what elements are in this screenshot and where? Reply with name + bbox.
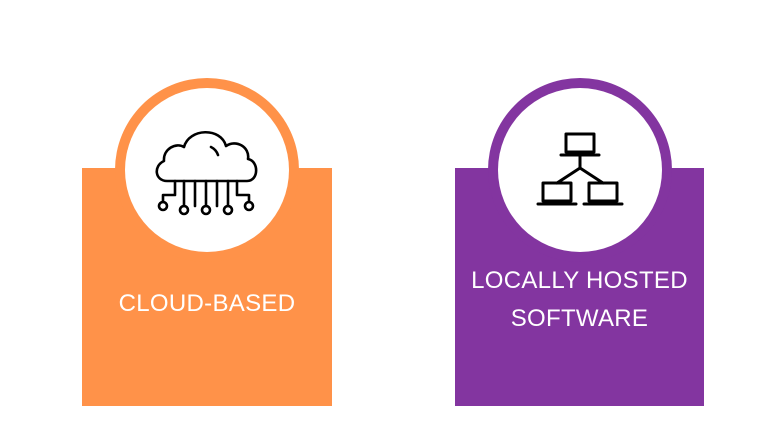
local-icon-circle (498, 88, 662, 252)
cloud-based-label: CLOUD-BASED (82, 285, 332, 323)
locally-hosted-card: LOCALLY HOSTED SOFTWARE (455, 78, 704, 406)
cloud-icon-circle (125, 88, 289, 252)
label-line: CLOUD-BASED (118, 290, 296, 317)
label-line: SOFTWARE (510, 305, 649, 332)
label-line: LOCALLY HOSTED (471, 267, 688, 294)
network-hierarchy-icon (536, 132, 624, 206)
cloud-network-icon (155, 131, 258, 216)
locally-hosted-label: LOCALLY HOSTED SOFTWARE (455, 262, 704, 338)
cloud-based-card: CLOUD-BASED (82, 78, 332, 406)
